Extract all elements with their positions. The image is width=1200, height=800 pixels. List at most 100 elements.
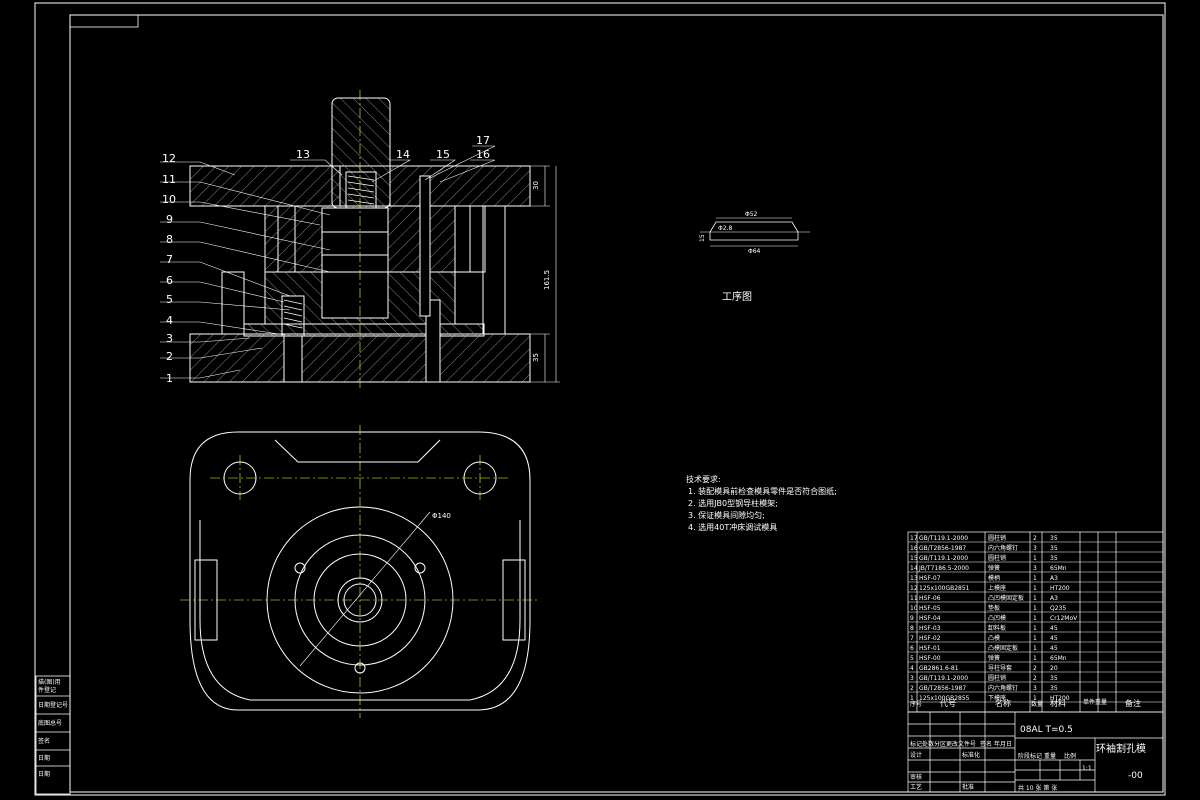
bom-cell-no: 2 [910, 685, 914, 692]
dim-phi140: Φ140 [432, 512, 451, 520]
bom-cell-qty: 3 [1033, 545, 1037, 552]
bom-cell-code: GB/T119.1-2000 [919, 535, 968, 542]
bom-cell-name: 凸凹模固定板 [988, 594, 1024, 602]
bom-cell-material: 65Mn [1050, 655, 1067, 662]
bom-cell-code: GB/T2856-1987 [919, 685, 966, 692]
bom-cell-qty: 1 [1033, 555, 1037, 562]
bom-cell-qty: 3 [1033, 685, 1037, 692]
callout-7: 7 [166, 253, 173, 266]
stamp-5: 日期 [38, 754, 50, 762]
bom-cell-code: 125x100GB2851 [919, 585, 970, 592]
bom-cell-code: GB/T119.1-2000 [919, 555, 968, 562]
bom-cell-no: 6 [910, 645, 914, 652]
bom-cell-qty: 1 [1033, 655, 1037, 662]
bom-cell-no: 14 [910, 565, 918, 572]
bom-cell-name: 下模座 [988, 694, 1006, 702]
bom-cell-material: 35 [1050, 675, 1058, 682]
sign-3: 更改文件号 [946, 740, 976, 748]
material-line: 08AL T=0.5 [1020, 725, 1073, 735]
bom-cell-name: 圆柱销 [988, 674, 1006, 682]
bom-h-remark: 备注 [1125, 698, 1141, 708]
title-block-grid [907, 711, 1164, 793]
bom-cell-no: 3 [910, 675, 914, 682]
bom-header: 序号 代号 名称 数量 材料 单件重量 备注 [910, 698, 1141, 708]
bom-cell-material: A3 [1050, 575, 1058, 582]
outer-frame [34, 2, 1166, 796]
callout-11: 11 [162, 173, 176, 186]
bom-cell-qty: 1 [1033, 635, 1037, 642]
bom-cell-name: 导柱导套 [988, 664, 1012, 672]
bom-cell-no: 4 [910, 665, 914, 672]
callout-12: 12 [162, 152, 176, 165]
bom-cell-name: 弹簧 [988, 564, 1000, 572]
bom-cell-name: 弹簧 [988, 654, 1000, 662]
callout-16: 16 [476, 148, 490, 161]
callout-17: 17 [476, 134, 490, 147]
bom-cell-name: 圆柱销 [988, 534, 1006, 542]
stamp-3: 底图总号 [38, 719, 62, 727]
bom-cell-material: 35 [1050, 685, 1058, 692]
bom-cell-name: 模柄 [988, 574, 1000, 582]
role-4: 批准 [962, 783, 974, 791]
note-3: 3. 保证模具间隙均匀; [688, 510, 765, 520]
bom-cell-name: 内六角螺钉 [988, 544, 1018, 552]
bom-cell-code: GB/T2856-1987 [919, 545, 966, 552]
sign-0: 标记 [910, 740, 922, 748]
sign-2: 分区 [934, 740, 946, 748]
stamp-2: 日期登记号 [38, 701, 68, 709]
bom-cell-code: HSF-00 [919, 655, 941, 662]
bom-cell-qty: 1 [1033, 585, 1037, 592]
bom-cell-name: 凸模固定板 [988, 644, 1018, 652]
dim-h-bot: 35 [532, 353, 540, 362]
bom-cell-material: 45 [1050, 635, 1058, 642]
drawing-number: -00 [1128, 771, 1143, 781]
bom-cell-qty: 1 [1033, 575, 1037, 582]
bom-cell-qty: 2 [1033, 535, 1037, 542]
callout-5: 5 [166, 293, 173, 306]
stamp-0: 描(图)用 [38, 678, 61, 686]
bom-cell-code: HSF-04 [919, 615, 941, 622]
callout-numbers: 1 2 3 4 5 6 7 8 9 10 11 12 13 14 15 16 1… [162, 134, 490, 385]
dim-p-mid: Φ2.8 [718, 225, 732, 232]
callout-4: 4 [166, 314, 173, 327]
callout-15: 15 [436, 148, 450, 161]
bom-cell-code: HSF-05 [919, 605, 941, 612]
dim-h-total: 161.5 [543, 270, 551, 290]
bom-cell-material: 35 [1050, 535, 1058, 542]
bom-cell-code: HSF-01 [919, 645, 941, 652]
bom-cell-material: Q235 [1050, 605, 1066, 612]
callout-13: 13 [296, 148, 310, 161]
bom-cell-material: Cr12MoV [1050, 615, 1078, 622]
bom-h-seq: 序号 [910, 700, 922, 708]
bom-cell-qty: 1 [1033, 595, 1037, 602]
bom-cell-name: 卸料板 [988, 624, 1006, 632]
bom-cell-material: 45 [1050, 645, 1058, 652]
process-sketch [700, 217, 810, 247]
callout-8: 8 [166, 233, 173, 246]
bom-cell-no: 7 [910, 635, 914, 642]
bom-cell-code: GB/T119.1-2000 [919, 675, 968, 682]
bom-cell-no: 9 [910, 615, 914, 622]
bom-cell-no: 17 [910, 535, 918, 542]
bom-cell-code: HSF-07 [919, 575, 941, 582]
dim-p-top: Φ52 [745, 211, 758, 218]
bom-cell-code: JB/T7186.5-2000 [918, 565, 969, 572]
technical-notes: 技术要求: 1. 装配模具前检查模具零件是否符合图纸; 2. 选用JB0型钢导柱… [686, 474, 837, 532]
bom-h-material: 材料 [1050, 698, 1066, 708]
bom-cell-no: 16 [910, 545, 918, 552]
sign-1: 处数 [922, 740, 934, 748]
sign-4: 签名 [980, 740, 992, 748]
callout-10: 10 [162, 193, 176, 206]
callout-3: 3 [166, 332, 173, 345]
bom-cell-name: 内六角螺钉 [988, 684, 1018, 692]
inner-frame [69, 14, 1164, 793]
bom-cell-material: 20 [1050, 665, 1058, 672]
stage-label-0: 阶段标记 [1018, 752, 1042, 760]
bom-cell-code: HSF-06 [919, 595, 941, 602]
sign-5: 年月日 [994, 740, 1012, 748]
bom-cell-code: 125x100GB2855 [919, 695, 970, 702]
bom-cell-name: 圆柱销 [988, 554, 1006, 562]
bom-cell-code: HSF-03 [919, 625, 941, 632]
bom-cell-qty: 2 [1033, 665, 1037, 672]
